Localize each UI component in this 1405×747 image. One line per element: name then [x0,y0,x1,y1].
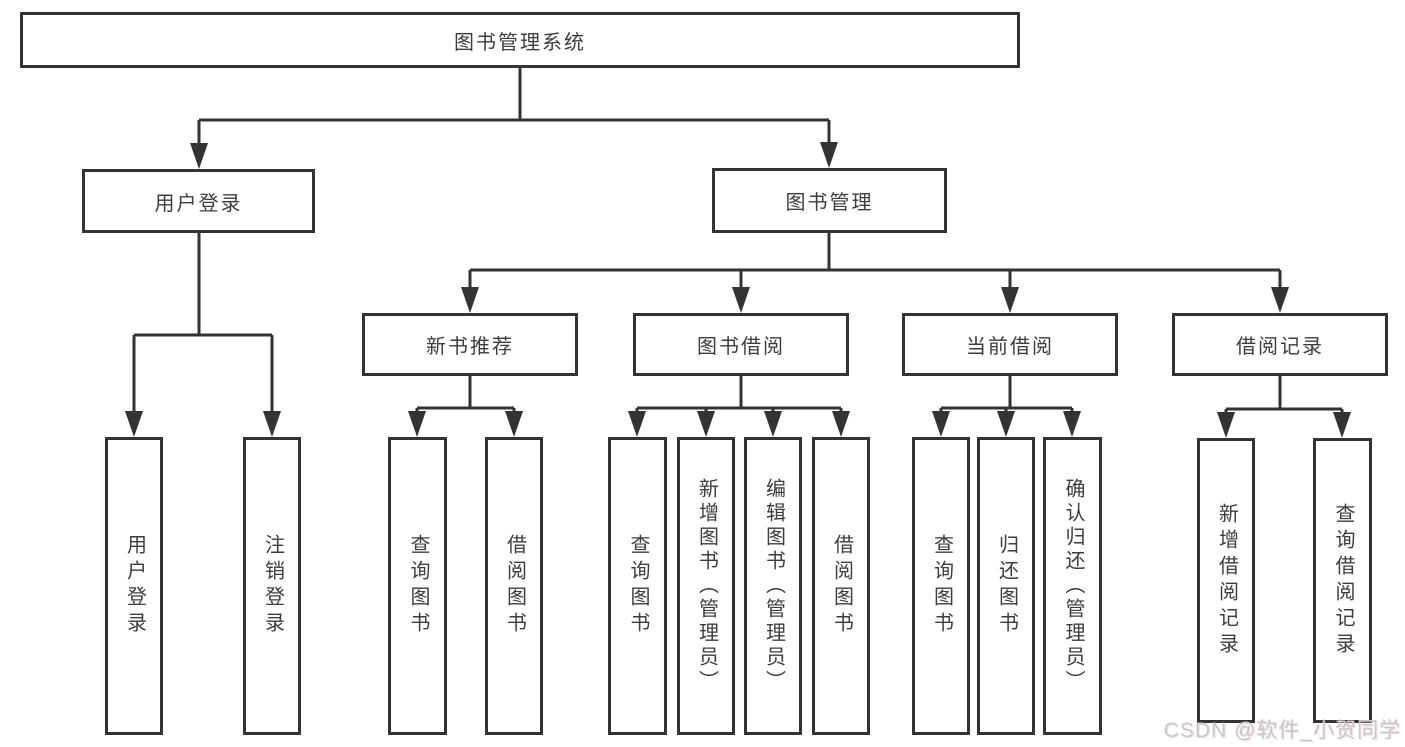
node-label: 图书借阅 [697,336,785,358]
leaf-edit-books-admin: 编辑图书（管理员） [744,437,802,735]
node-book-management: 图书管理 [712,168,947,233]
leaf-add-borrow-record: 新增借阅记录 [1197,438,1255,723]
arrowheads [125,142,1351,438]
node-label: 借阅记录 [1236,336,1324,358]
node-label: 新书推荐 [426,336,514,358]
leaf-label: 新增借阅记录 [1215,502,1238,659]
node-label: 图书管理系统 [454,31,586,54]
node-new-book-recommend: 新书推荐 [362,313,578,376]
leaf-add-books-admin: 新增图书（管理员） [677,437,735,735]
node-library-management-system: 图书管理系统 [20,12,1020,68]
leaf-label: 查询图书 [627,534,649,638]
leaf-return-books: 归还图书 [977,437,1035,735]
leaf-label: 借阅图书 [503,534,526,638]
leaf-label: 新增图书（管理员） [695,478,718,694]
node-book-borrowing: 图书借阅 [633,313,849,376]
node-current-borrowing: 当前借阅 [902,313,1118,376]
leaf-label: 借阅图书 [830,534,853,638]
leaf-logout: 注销登录 [243,437,301,735]
leaf-label: 确认归还（管理员） [1062,478,1084,694]
leaf-borrow-books: 借阅图书 [812,437,870,735]
leaf-confirm-return-admin: 确认归还（管理员） [1043,437,1102,735]
node-label: 图书管理 [785,192,874,214]
leaf-borrow-books-recommend: 借阅图书 [485,437,543,735]
leaf-query-books-current: 查询图书 [912,437,970,735]
leaf-label: 查询图书 [407,534,429,638]
node-label: 用户登录 [154,192,243,215]
leaf-query-books-recommend: 查询图书 [388,437,447,735]
leaf-label: 注销登录 [261,534,284,638]
leaf-query-borrow-record: 查询借阅记录 [1313,438,1372,723]
leaf-user-login: 用户登录 [105,437,163,735]
csdn-watermark: CSDN @软件_小贺同学 [1163,719,1401,742]
node-label: 当前借阅 [966,336,1054,358]
node-borrowing-records: 借阅记录 [1172,313,1388,376]
leaf-label: 用户登录 [123,534,146,638]
node-user-login: 用户登录 [82,169,315,233]
leaf-label: 编辑图书（管理员） [762,478,785,694]
leaf-label: 查询图书 [930,534,953,638]
leaf-label: 归还图书 [995,534,1018,638]
leaf-label: 查询借阅记录 [1332,502,1354,659]
leaf-query-books-borrow: 查询图书 [608,437,667,735]
